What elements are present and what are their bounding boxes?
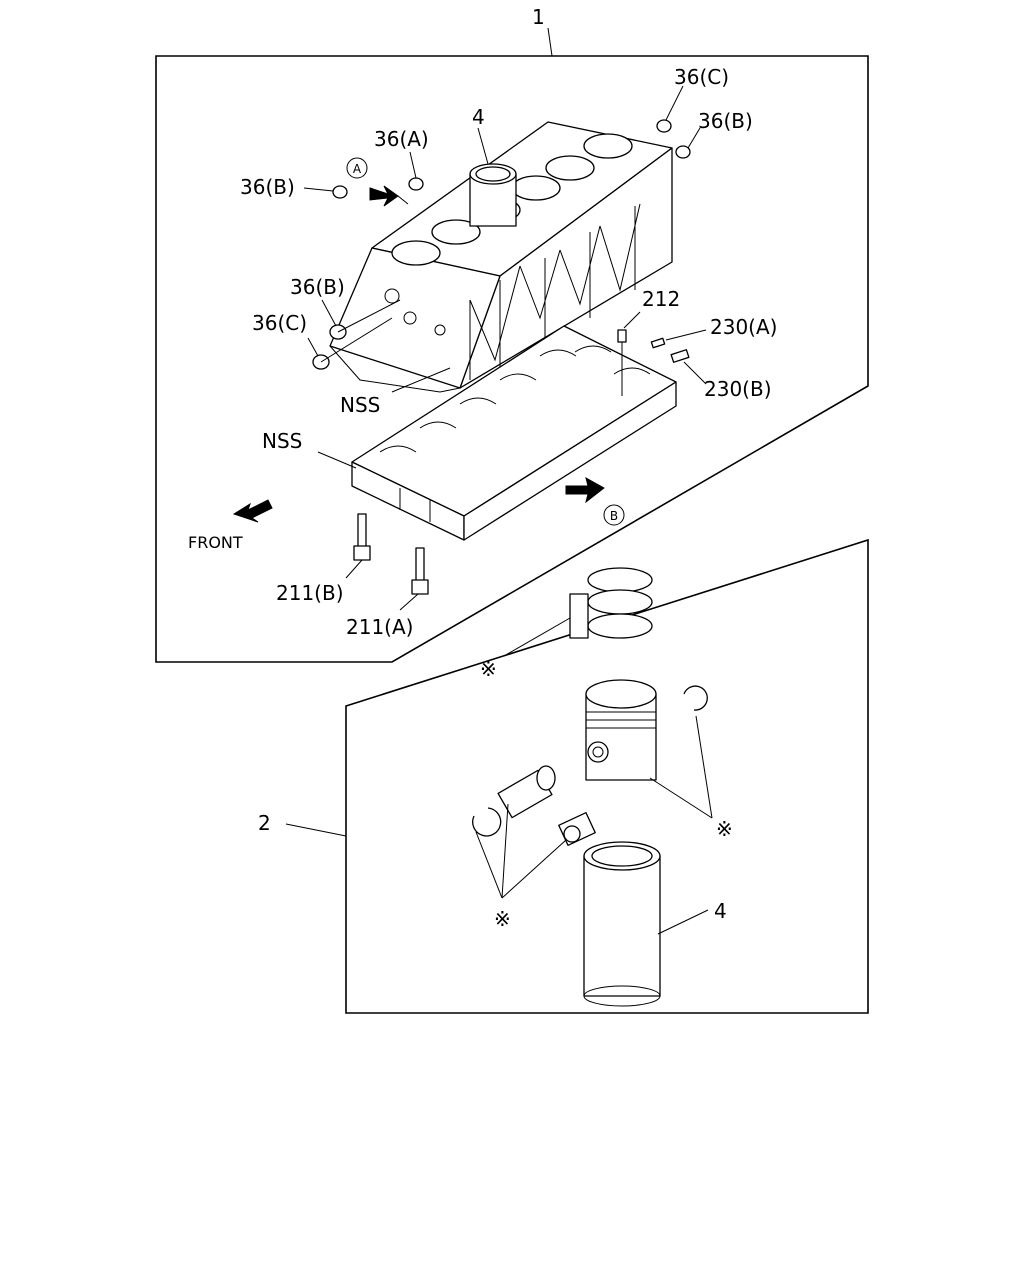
- label-bolt-211b: 211(B): [276, 581, 344, 605]
- label-plug-36b-left: 36(B): [240, 175, 295, 199]
- label-note-right-snap: ※: [716, 817, 733, 841]
- part-212: [617, 329, 627, 396]
- label-part-230b: 230(B): [704, 377, 772, 401]
- plug-36c-top: [656, 119, 672, 133]
- bolt-211a: [411, 547, 429, 595]
- label-nss-block: NSS: [340, 393, 380, 417]
- pin-bushing: [558, 812, 596, 846]
- label-plug-36b-right: 36(B): [698, 109, 753, 133]
- snap-ring-right: [683, 685, 708, 711]
- part-230a: [650, 337, 666, 349]
- label-part-212: 212: [642, 287, 680, 311]
- view-b-arrow: [565, 477, 605, 504]
- label-plug-36c-front: 36(C): [252, 311, 307, 335]
- label-plug-36c-top: 36(C): [674, 65, 729, 89]
- piston: [585, 679, 657, 781]
- view-a-callout: [346, 157, 368, 179]
- view-a-arrow: [369, 185, 409, 207]
- label-liner-bottom: 4: [714, 899, 727, 923]
- front-arrow: [232, 499, 273, 523]
- label-liner-top: 4: [472, 105, 485, 129]
- label-nss-crankcase: NSS: [262, 429, 302, 453]
- cylinder-liner-top: [469, 163, 517, 227]
- plug-36b-right: [675, 145, 691, 159]
- crankcase: [351, 325, 677, 541]
- label-bolt-211a: 211(A): [346, 615, 413, 639]
- label-assembly-block: 1: [532, 5, 545, 29]
- label-front: FRONT: [188, 533, 243, 552]
- view-a-label: A: [353, 162, 362, 176]
- label-plug-36a: 36(A): [374, 127, 429, 151]
- plug-36a: [408, 177, 424, 191]
- piston-pin: [497, 765, 556, 819]
- cylinder-block: [329, 121, 673, 393]
- cylinder-liner-bottom: [583, 841, 661, 1007]
- piston-rings: [569, 567, 653, 639]
- label-assembly-piston: 2: [258, 811, 271, 835]
- cylinder-block-assembly-frame: [155, 55, 869, 663]
- label-note-left-snap: ※: [494, 907, 511, 931]
- view-b-callout: [603, 504, 625, 526]
- snap-ring-left: [472, 807, 502, 837]
- bolt-211b: [353, 513, 371, 561]
- label-note-rings: ※: [480, 657, 497, 681]
- piston-assembly-frame: [345, 538, 869, 1014]
- label-part-230a: 230(A): [710, 315, 777, 339]
- part-230b: [670, 349, 690, 363]
- plug-36b-left: [332, 185, 348, 199]
- label-plug-36b-front: 36(B): [290, 275, 345, 299]
- view-b-label: B: [610, 509, 618, 523]
